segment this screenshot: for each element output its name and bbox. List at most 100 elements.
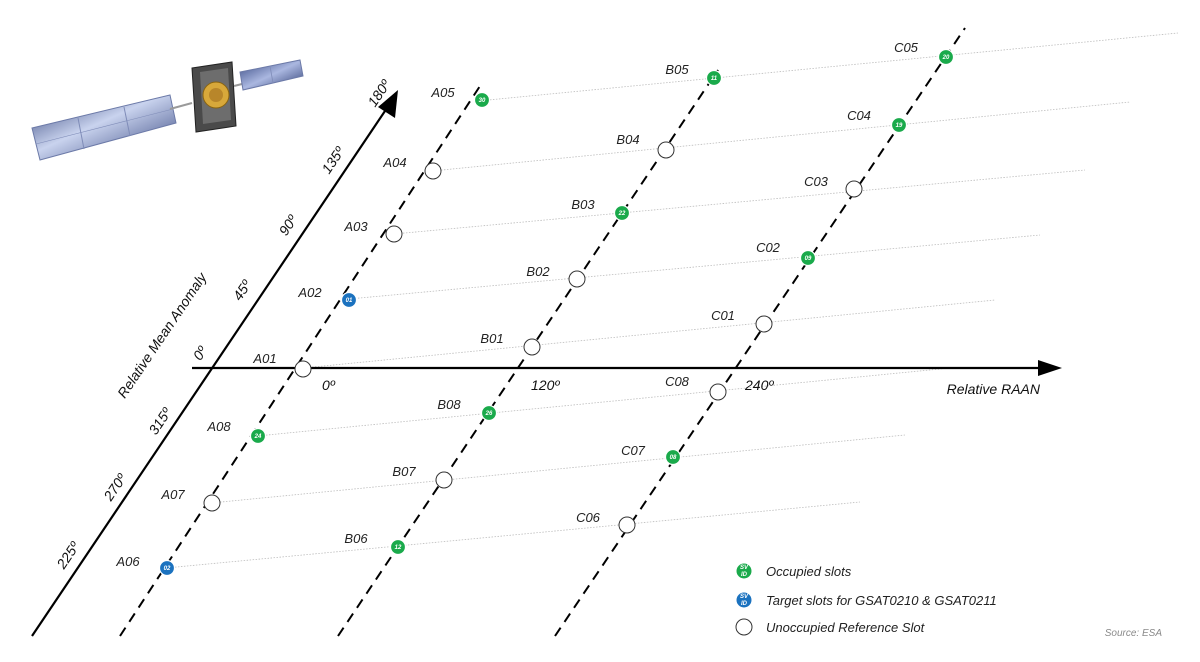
slot-a02-label: A02	[297, 285, 322, 300]
slot-b04-marker	[657, 141, 675, 159]
slot-b06-label: B06	[344, 531, 368, 546]
raan-tick-2: 120º	[531, 377, 560, 393]
legend-target-icon	[735, 591, 753, 609]
slot-a05-sv-id: 30	[479, 98, 486, 104]
raan-tick-1: 0º	[322, 377, 336, 393]
legend-unoccupied-label: Unoccupied Reference Slot	[766, 620, 926, 635]
legend-target-icon-text-2: ID	[741, 601, 748, 607]
slot-a04-label: A04	[382, 155, 406, 170]
slot-b08-sv-id: 26	[485, 411, 493, 417]
slot-b05-label: B05	[665, 62, 689, 77]
guide-line-3	[393, 169, 1086, 235]
mean-anomaly-axis-label: Relative Mean Anomaly	[114, 269, 210, 401]
source-credit: Source: ESA	[1105, 628, 1163, 639]
slot-a04-marker	[424, 162, 442, 180]
slot-a05-label: A05	[430, 85, 455, 100]
legend-occupied-icon-text-1: SV	[740, 565, 749, 571]
slot-a08-sv-id: 24	[254, 434, 262, 440]
slot-a01-marker	[294, 360, 312, 378]
slot-c07-sv-id: 08	[670, 455, 677, 461]
raan-axis-label: Relative RAAN	[947, 381, 1041, 397]
slot-b03-marker	[613, 204, 631, 222]
slot-c06-label: C06	[576, 510, 601, 525]
slot-a06-marker	[158, 559, 176, 577]
slot-a05-marker	[473, 91, 491, 109]
mean-anomaly-axis-arrow	[378, 90, 398, 118]
slot-a03-marker	[385, 225, 403, 243]
legend-target-label: Target slots for GSAT0210 & GSAT0211	[766, 593, 997, 608]
slot-a07-label: A07	[160, 487, 185, 502]
slot-b04-label: B04	[616, 132, 639, 147]
mean-anomaly-axis-line	[31, 107, 388, 637]
slot-a08-marker	[249, 427, 267, 445]
slot-a01-label: A01	[252, 351, 276, 366]
slot-c04-label: C04	[847, 108, 871, 123]
guide-line-7	[210, 434, 906, 504]
slot-b02-label: B02	[526, 264, 550, 279]
slot-c03-label: C03	[804, 174, 829, 189]
mean-anomaly-tick-6: 90º	[275, 211, 300, 238]
slot-b01-marker	[523, 338, 541, 356]
slot-b06-marker	[389, 538, 407, 556]
slot-b06-sv-id: 12	[395, 545, 402, 551]
mean-anomaly-tick-5: 45º	[229, 276, 254, 303]
legend-occupied-icon	[735, 562, 753, 580]
slot-a03-label: A03	[343, 219, 368, 234]
plane-a-line	[119, 85, 481, 637]
slot-c04-marker	[890, 116, 908, 134]
slot-c01-label: C01	[711, 308, 735, 323]
guide-line-6	[256, 367, 951, 437]
legend-unoccupied: Unoccupied Reference Slot	[735, 618, 926, 636]
legend-target: SV ID Target slots for GSAT0210 & GSAT02…	[735, 591, 997, 609]
slot-c03-marker	[845, 180, 863, 198]
guide-line-2	[431, 101, 1131, 172]
slot-c07-marker	[664, 448, 682, 466]
slot-b03-label: B03	[571, 197, 595, 212]
slot-a07-marker	[203, 494, 221, 512]
raan-axis-arrow	[1038, 360, 1062, 376]
slot-b02-marker	[568, 270, 586, 288]
slot-c02-label: C02	[756, 240, 781, 255]
slot-b07-marker	[435, 471, 453, 489]
mean-anomaly-tick-2: 270º	[100, 470, 130, 504]
slot-a02-sv-id: 01	[346, 298, 353, 304]
slot-a02-marker	[340, 291, 358, 309]
legend-unoccupied-icon	[735, 618, 753, 636]
satellite-icon	[31, 59, 304, 161]
slot-c01-marker	[755, 315, 773, 333]
slot-c05-label: C05	[894, 40, 919, 55]
guide-line-4	[348, 234, 1041, 300]
slot-c05-marker	[937, 48, 955, 66]
slot-c02-sv-id: 09	[805, 256, 812, 262]
slot-a08-label: A08	[206, 419, 231, 434]
slot-c06-marker	[618, 516, 636, 534]
slot-b08-label: B08	[437, 397, 461, 412]
mean-anomaly-tick-3: 315º	[145, 404, 175, 437]
legend-occupied-icon-text-2: ID	[741, 572, 748, 578]
guide-line-5	[302, 299, 996, 369]
slot-b05-sv-id: 11	[711, 76, 718, 82]
slot-b05-marker	[705, 69, 723, 87]
slot-c02-marker	[799, 249, 817, 267]
slot-c08-marker	[709, 383, 727, 401]
guide-line-1	[477, 32, 1179, 102]
slot-c04-sv-id: 19	[896, 123, 903, 129]
legend-occupied: SV ID Occupied slots	[735, 562, 852, 580]
slot-c07-label: C07	[621, 443, 646, 458]
legend-occupied-label: Occupied slots	[766, 564, 852, 579]
slot-b03-sv-id: 22	[618, 211, 626, 217]
slot-b01-label: B01	[480, 331, 503, 346]
slot-a06-label: A06	[115, 554, 140, 569]
slot-b08-marker	[480, 404, 498, 422]
raan-tick-3: 240º	[744, 377, 774, 393]
slot-c05-sv-id: 20	[942, 55, 950, 61]
slot-c08-label: C08	[665, 374, 690, 389]
slot-a06-sv-id: 02	[164, 566, 171, 572]
legend-target-icon-text-1: SV	[740, 594, 749, 600]
guide-line-8	[165, 501, 861, 569]
plane-c-line	[554, 27, 966, 637]
slot-b07-label: B07	[392, 464, 416, 479]
mean-anomaly-tick-4: 0º	[190, 343, 211, 363]
legend: SV ID Occupied slots SV ID Target slots …	[735, 562, 997, 636]
